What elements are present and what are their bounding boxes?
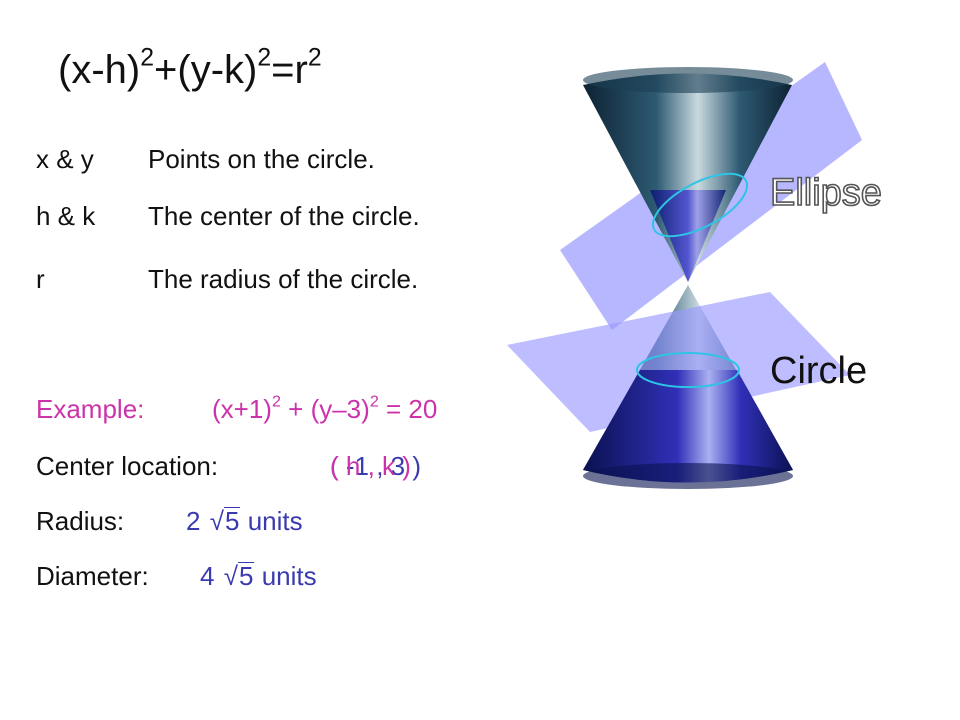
radius-value: 2 √5 units: [186, 506, 303, 537]
upper-cone-inside-plane: [650, 190, 726, 282]
definition-term-xy: x & y: [36, 144, 94, 174]
circle-equation: (x-h)2+(y-k)2=r2: [58, 44, 322, 93]
ellipse-curve: [651, 172, 749, 238]
equation-part: +(y-k): [154, 48, 258, 92]
upper-cone-rim: [583, 67, 793, 93]
exponent: 2: [257, 44, 272, 72]
square-root: √5: [223, 561, 255, 591]
center-label: Center location:: [36, 451, 219, 481]
exponent: 2: [140, 44, 155, 72]
diameter-unit: units: [261, 561, 317, 591]
diameter-label: Diameter:: [36, 561, 149, 591]
lower-cone-rim: [583, 463, 793, 489]
radius-label: Radius:: [36, 506, 125, 536]
definition-desc-r: The radius of the circle.: [148, 264, 419, 294]
center-placeholder: ( h , k ): [330, 451, 411, 481]
exponent: 2: [369, 392, 379, 411]
equation-part: = 20: [378, 394, 438, 424]
circle-label: Circle: [770, 350, 868, 392]
radius-coefficient: 2: [186, 506, 201, 536]
radicand: 5: [237, 561, 255, 591]
radicand: 5: [223, 506, 241, 536]
ellipse-label: Ellipse: [769, 171, 883, 215]
circle-cutting-plane: [507, 292, 850, 432]
lower-cone-below-plane: [583, 370, 793, 483]
equation-part: + (y–3): [280, 394, 370, 424]
exponent: 2: [271, 392, 281, 411]
equation-part: =r: [271, 48, 308, 92]
exponent: 2: [307, 44, 322, 72]
definition-desc-hk: The center of the circle.: [148, 201, 420, 231]
square-root: √5: [209, 506, 241, 536]
example-label: Example:: [36, 394, 145, 424]
definition-desc-xy: Points on the circle.: [148, 144, 375, 174]
equation-part: (x-h): [58, 48, 141, 92]
equation-part: (x+1): [212, 394, 272, 424]
diameter-coefficient: 4: [200, 561, 215, 591]
circle-curve: [636, 352, 740, 388]
center-value: ( -1 , 3 ) ( h , k ): [330, 451, 421, 482]
radius-unit: units: [247, 506, 303, 536]
definition-term-hk: h & k: [36, 201, 96, 231]
diameter-value: 4 √5 units: [200, 561, 317, 592]
center-answer: ( -1 , 3 ): [330, 451, 422, 481]
example-equation: (x+1)2 + (y–3)2 = 20: [212, 394, 437, 425]
upper-cone: [583, 73, 792, 282]
definition-term-r: r: [36, 264, 45, 294]
